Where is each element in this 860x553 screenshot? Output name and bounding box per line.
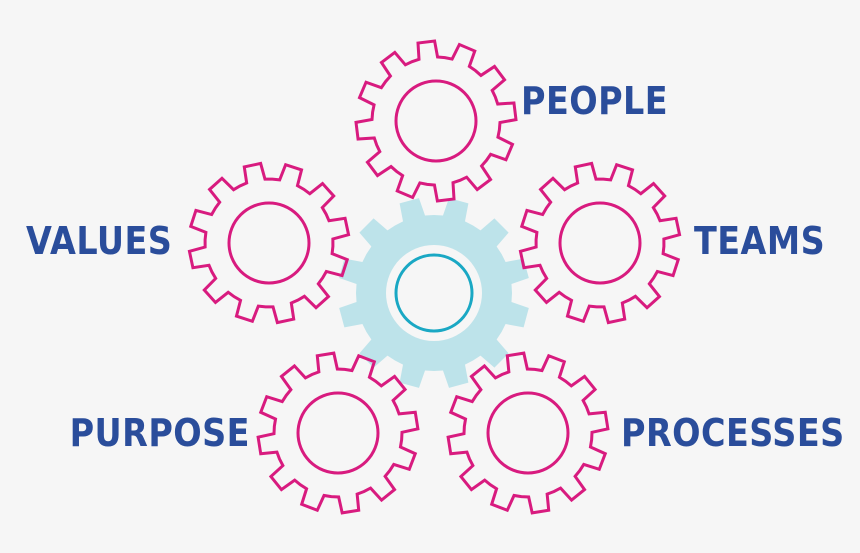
teams-label: TEAMS xyxy=(694,219,826,263)
processes-label: PROCESSES xyxy=(621,411,845,455)
values-label: VALUES xyxy=(25,219,172,263)
purpose-gear-icon xyxy=(256,351,420,515)
purpose-label: PURPOSE xyxy=(69,411,250,455)
values-gear-icon xyxy=(187,161,351,325)
processes-gear-icon xyxy=(446,351,610,515)
teams-gear-icon xyxy=(518,161,682,325)
center-gear-icon xyxy=(339,198,529,388)
people-gear-icon xyxy=(354,39,518,203)
people-label: PEOPLE xyxy=(521,79,669,123)
